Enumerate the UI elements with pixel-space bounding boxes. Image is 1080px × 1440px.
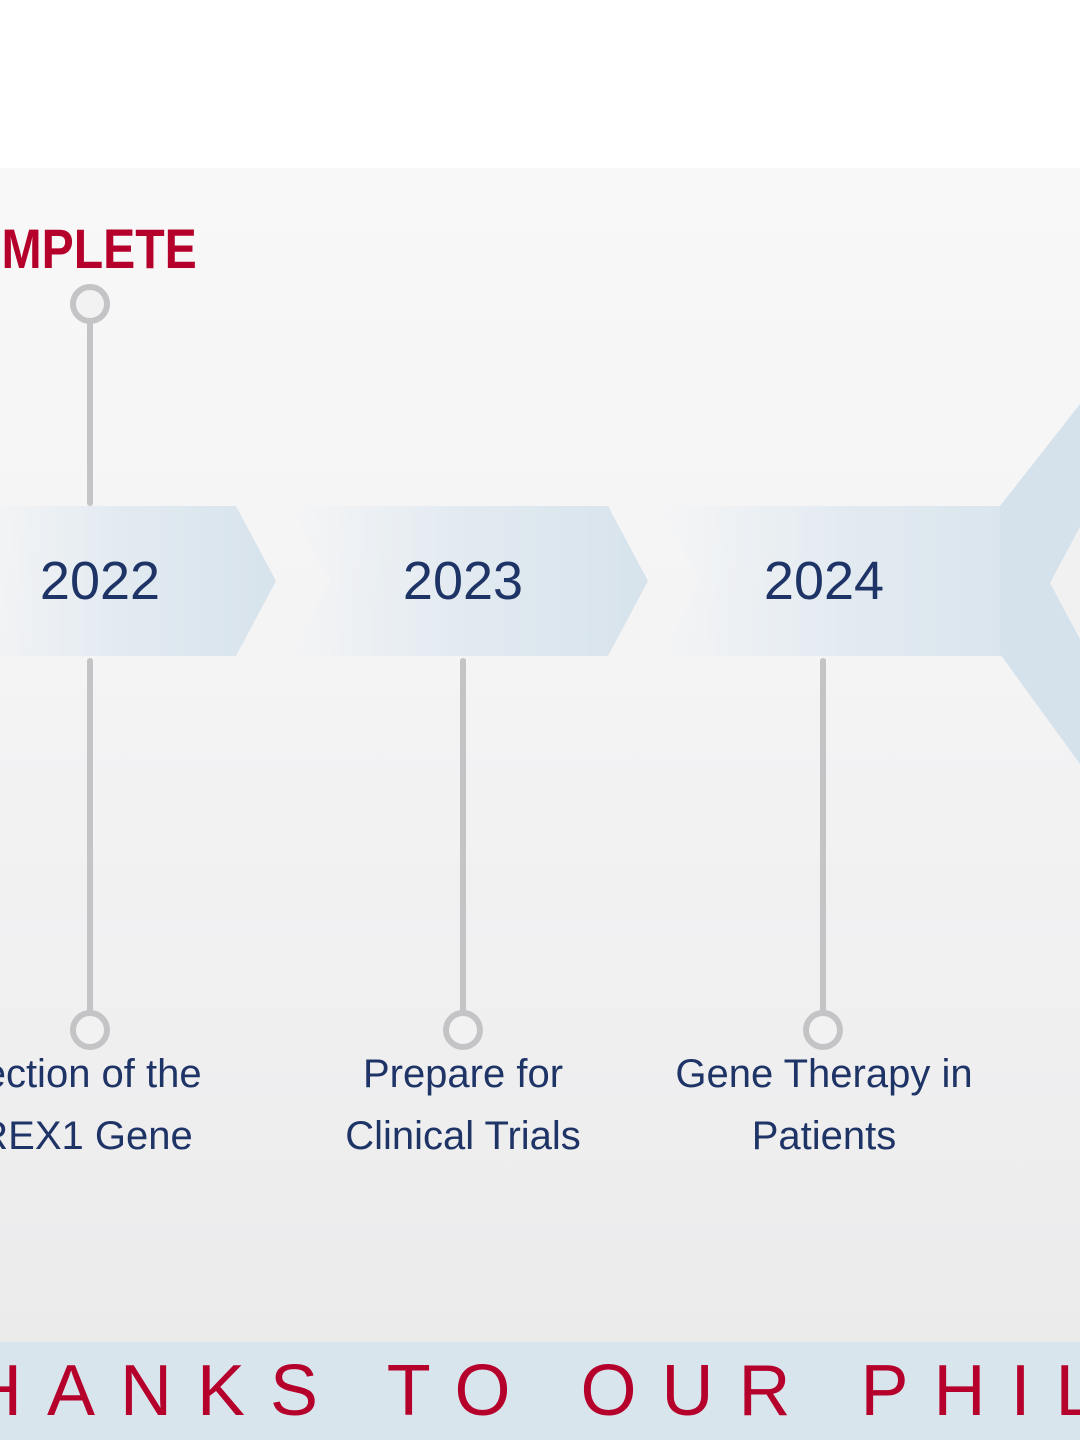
footer-banner-text: HANKS TO OUR PHILA bbox=[0, 1351, 1080, 1431]
milestone-label-line: Patients bbox=[751, 1114, 897, 1158]
milestone-label-line: rection of the bbox=[0, 1052, 202, 1096]
year-arrow-2024: 2024 bbox=[660, 506, 1060, 656]
bottom-connector-stem bbox=[87, 658, 93, 1014]
milestone-label-line: Gene Therapy in bbox=[675, 1052, 973, 1096]
year-label: 2024 bbox=[763, 551, 885, 611]
timeline-panel: OMPLETE 2022 2023 2024 rection of the RE… bbox=[0, 168, 1080, 1342]
year-label: 2022 bbox=[39, 551, 161, 611]
status-label: OMPLETE bbox=[0, 217, 197, 280]
bottom-connector-knob bbox=[803, 1010, 843, 1050]
year-arrow-2022: 2022 bbox=[0, 506, 276, 656]
bottom-connector-stem bbox=[460, 658, 466, 1014]
milestone-label-line: REX1 Gene bbox=[0, 1114, 193, 1158]
milestone-label: rection of the REX1 Gene bbox=[0, 1043, 266, 1167]
bottom-connector-knob bbox=[443, 1010, 483, 1050]
bottom-connector-stem bbox=[820, 658, 826, 1014]
year-arrow-2023: 2023 bbox=[290, 506, 648, 656]
year-label: 2023 bbox=[402, 551, 524, 611]
milestone-label-line: Prepare for bbox=[362, 1052, 564, 1096]
milestone-label: Prepare for Clinical Trials bbox=[283, 1043, 643, 1167]
milestone-label: Gene Therapy in Patients bbox=[644, 1043, 1004, 1167]
top-connector-knob bbox=[70, 284, 110, 324]
footer-banner: HANKS TO OUR PHILA bbox=[0, 1342, 1080, 1440]
milestone-label-line: Clinical Trials bbox=[345, 1114, 581, 1158]
bottom-connector-knob bbox=[70, 1010, 110, 1050]
top-connector-stem bbox=[87, 322, 93, 506]
